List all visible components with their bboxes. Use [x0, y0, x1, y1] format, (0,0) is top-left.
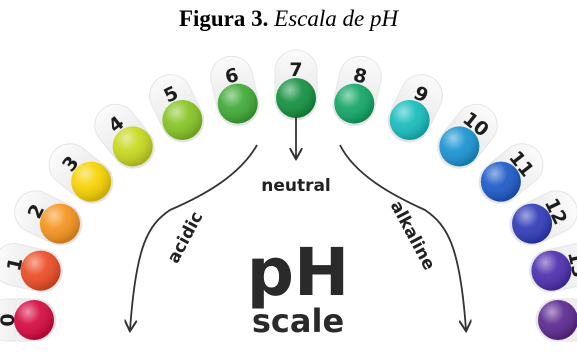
scale-title: scale	[252, 302, 344, 340]
level-circle-shine-14	[538, 300, 577, 340]
acidic-label: acidic	[164, 208, 208, 266]
alkaline-arrow-upper	[339, 144, 466, 330]
level-circle-shine-12	[512, 203, 553, 244]
figure-label: Figura 3.	[178, 6, 269, 31]
level-circle-shine-8	[334, 83, 375, 124]
level-number-6: 6	[223, 64, 241, 88]
level-circle-shine-13	[531, 250, 572, 291]
level-circle-shine-3	[71, 161, 112, 202]
alkaline-label: alkaline	[386, 198, 439, 274]
level-circle-shine-6	[217, 83, 258, 124]
level-circle-shine-2	[39, 203, 80, 244]
neutral-label: neutral	[261, 176, 331, 196]
figure-caption: Figura 3. Escala de pH	[0, 6, 577, 36]
level-circle-shine-11	[480, 161, 521, 202]
level-number-1: 1	[3, 255, 27, 273]
level-circle-shine-9	[389, 99, 430, 140]
level-circle-shine-1	[20, 250, 61, 291]
ph-title: pH	[247, 234, 349, 311]
level-circle-shine-10	[439, 126, 480, 167]
level-number-7: 7	[289, 59, 302, 81]
level-number-8: 8	[351, 64, 369, 88]
level-circle-shine-4	[112, 126, 153, 167]
level-circles	[14, 78, 577, 340]
level-circle-shine-0	[14, 300, 54, 340]
acidic-arrow-upper	[130, 144, 258, 330]
level-circle-shine-5	[162, 99, 203, 140]
level-number-0: 0	[0, 313, 19, 326]
level-circle-shine-7	[276, 78, 316, 118]
level-number-14: 14	[573, 307, 577, 333]
figure-title: Escala de pH	[274, 6, 399, 31]
